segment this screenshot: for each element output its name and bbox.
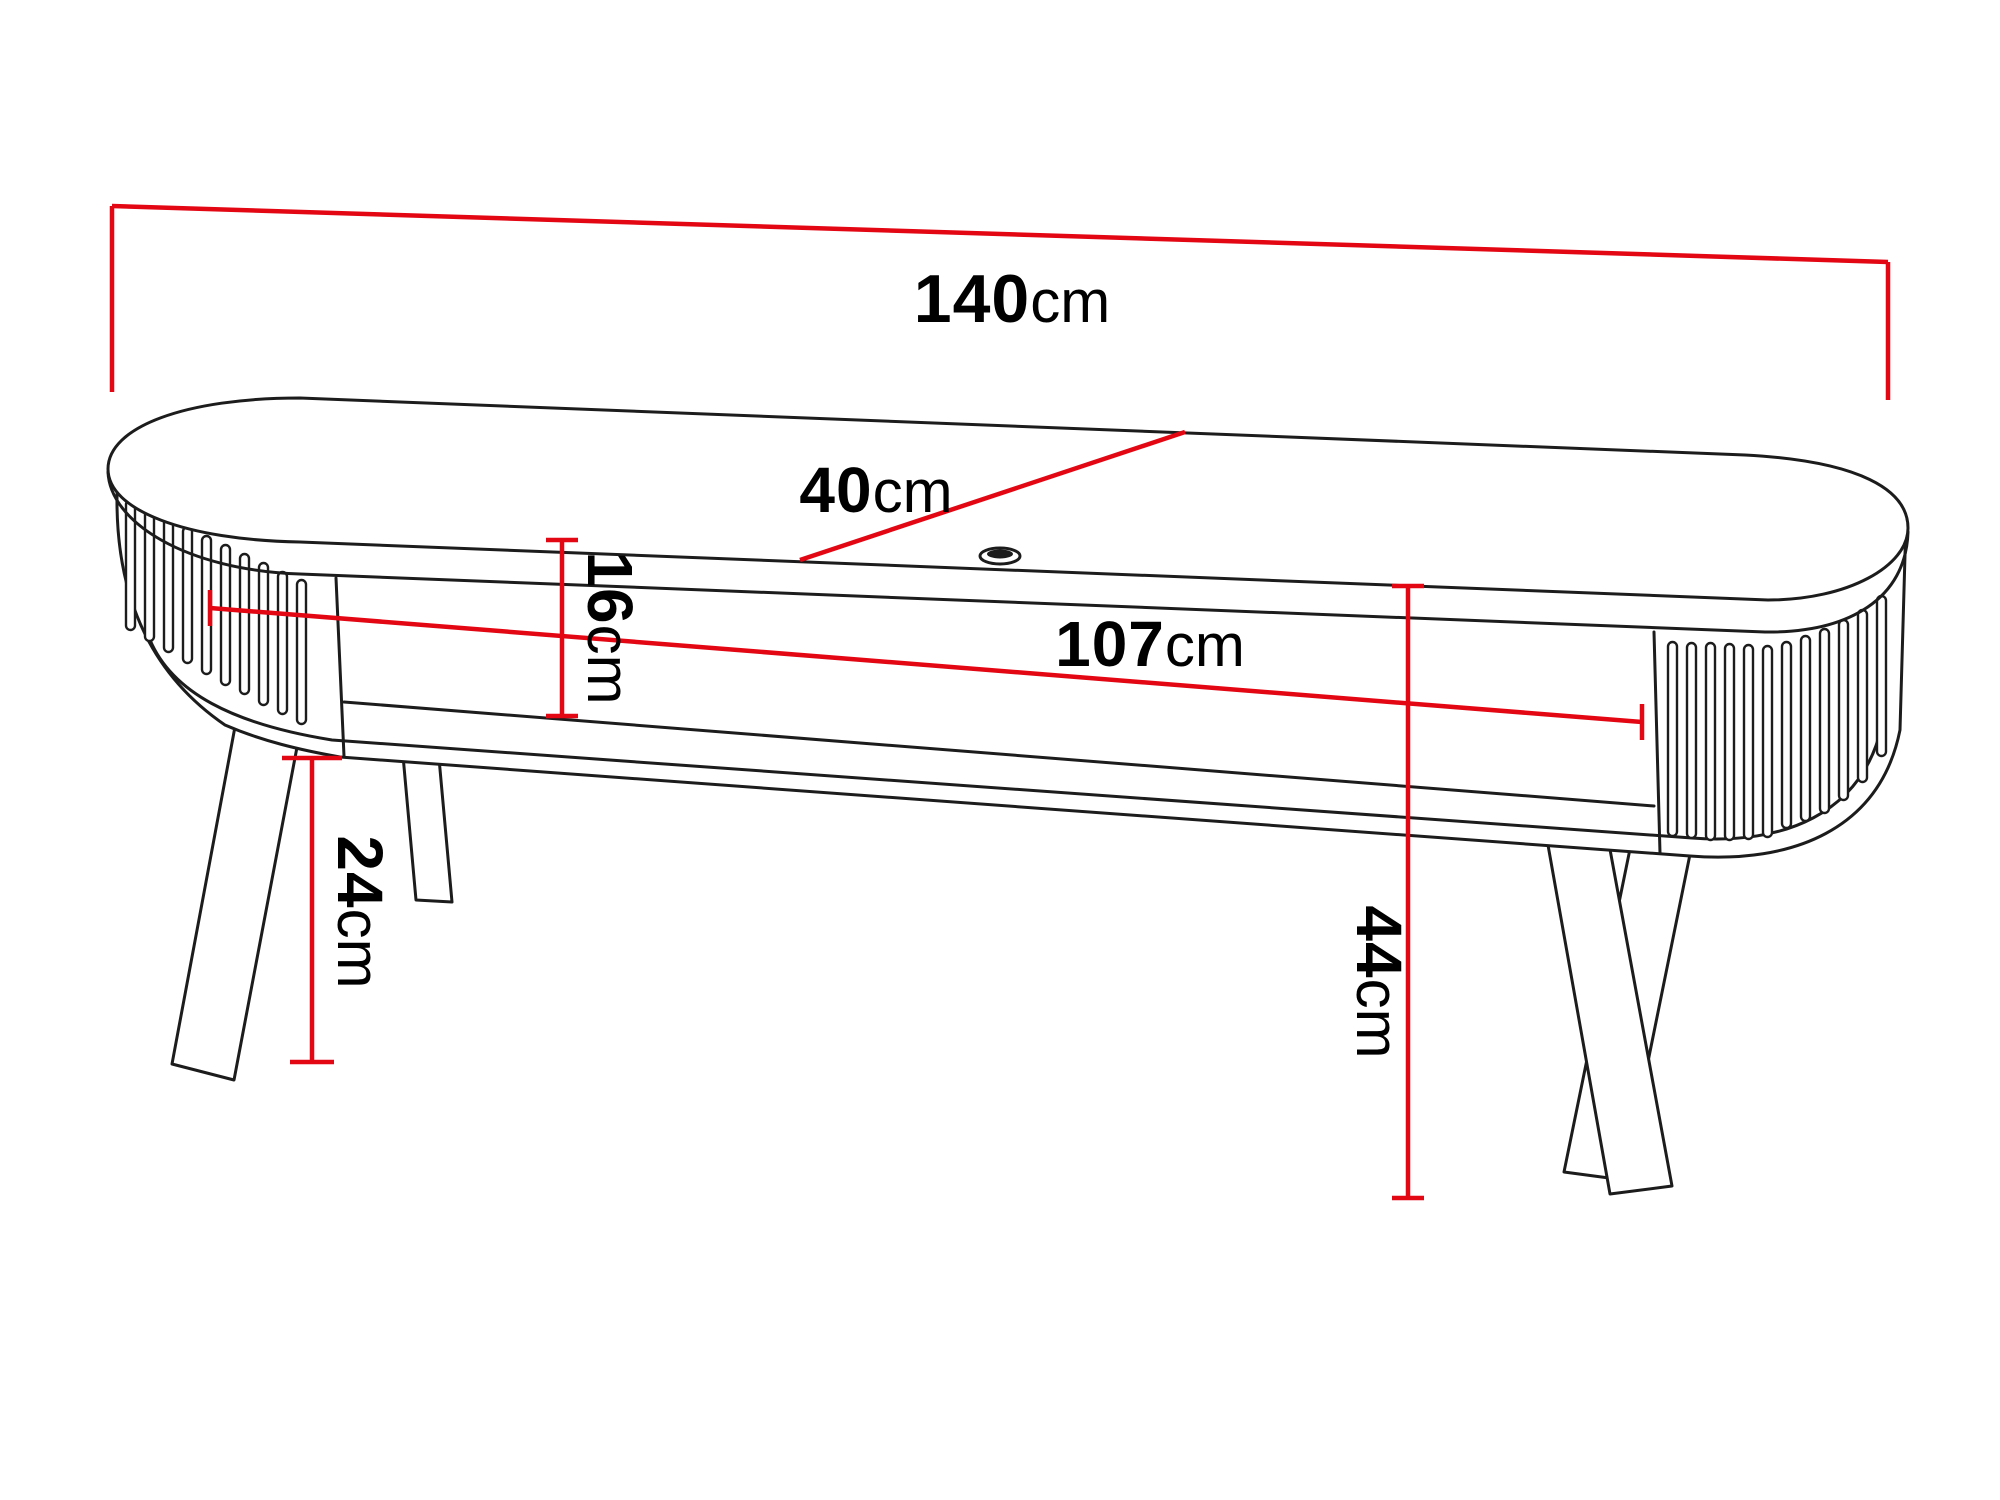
slat xyxy=(1818,627,1831,815)
slat xyxy=(1761,644,1774,839)
tv-stand-drawing xyxy=(106,396,1910,1196)
right-panel-edge xyxy=(1652,630,1662,855)
slat xyxy=(1799,634,1812,823)
left-panel-edge xyxy=(334,576,346,758)
dim-depth-40: 40cm xyxy=(799,429,1186,563)
cable-hole xyxy=(978,546,1022,566)
slat xyxy=(1856,608,1869,784)
slat xyxy=(1723,642,1736,842)
dim-width-line xyxy=(111,203,1889,265)
slat xyxy=(162,516,175,654)
slat xyxy=(1837,618,1850,802)
table-top-rim xyxy=(106,470,1910,634)
slat xyxy=(1875,594,1888,758)
slat xyxy=(1685,641,1698,840)
slat xyxy=(1742,643,1755,841)
slat xyxy=(276,570,289,716)
slat xyxy=(1780,640,1793,830)
slat xyxy=(181,525,194,665)
table-top xyxy=(106,396,1910,602)
cable-hole-inner xyxy=(987,549,1013,559)
dim-opening-height-16: 16cm xyxy=(546,537,646,719)
slat xyxy=(257,561,270,707)
dim-inner-width-label: 107cm xyxy=(1055,608,1245,680)
right-slat-panel xyxy=(1666,594,1888,842)
dim-width-140: 140cm xyxy=(109,203,1891,400)
slat xyxy=(238,552,251,696)
drawer-top-seam xyxy=(342,700,1656,808)
dim-height-44: 44cm xyxy=(1343,583,1424,1201)
dim-width-label: 140cm xyxy=(914,261,1110,337)
dim-depth-label: 40cm xyxy=(799,454,952,526)
slat xyxy=(219,543,232,687)
dim-depth-line xyxy=(799,429,1186,563)
dim-inner-width-107: 107cm xyxy=(207,590,1645,740)
dim-opening-label: 16cm xyxy=(574,551,646,704)
dim-inner-width-line xyxy=(209,605,1643,725)
slat xyxy=(295,578,308,726)
dim-leg-height-24: 24cm xyxy=(282,755,396,1065)
dim-leg-label: 24cm xyxy=(324,835,396,988)
slat xyxy=(1666,640,1679,838)
dim-height-label: 44cm xyxy=(1343,905,1415,1058)
slat xyxy=(1704,641,1717,842)
